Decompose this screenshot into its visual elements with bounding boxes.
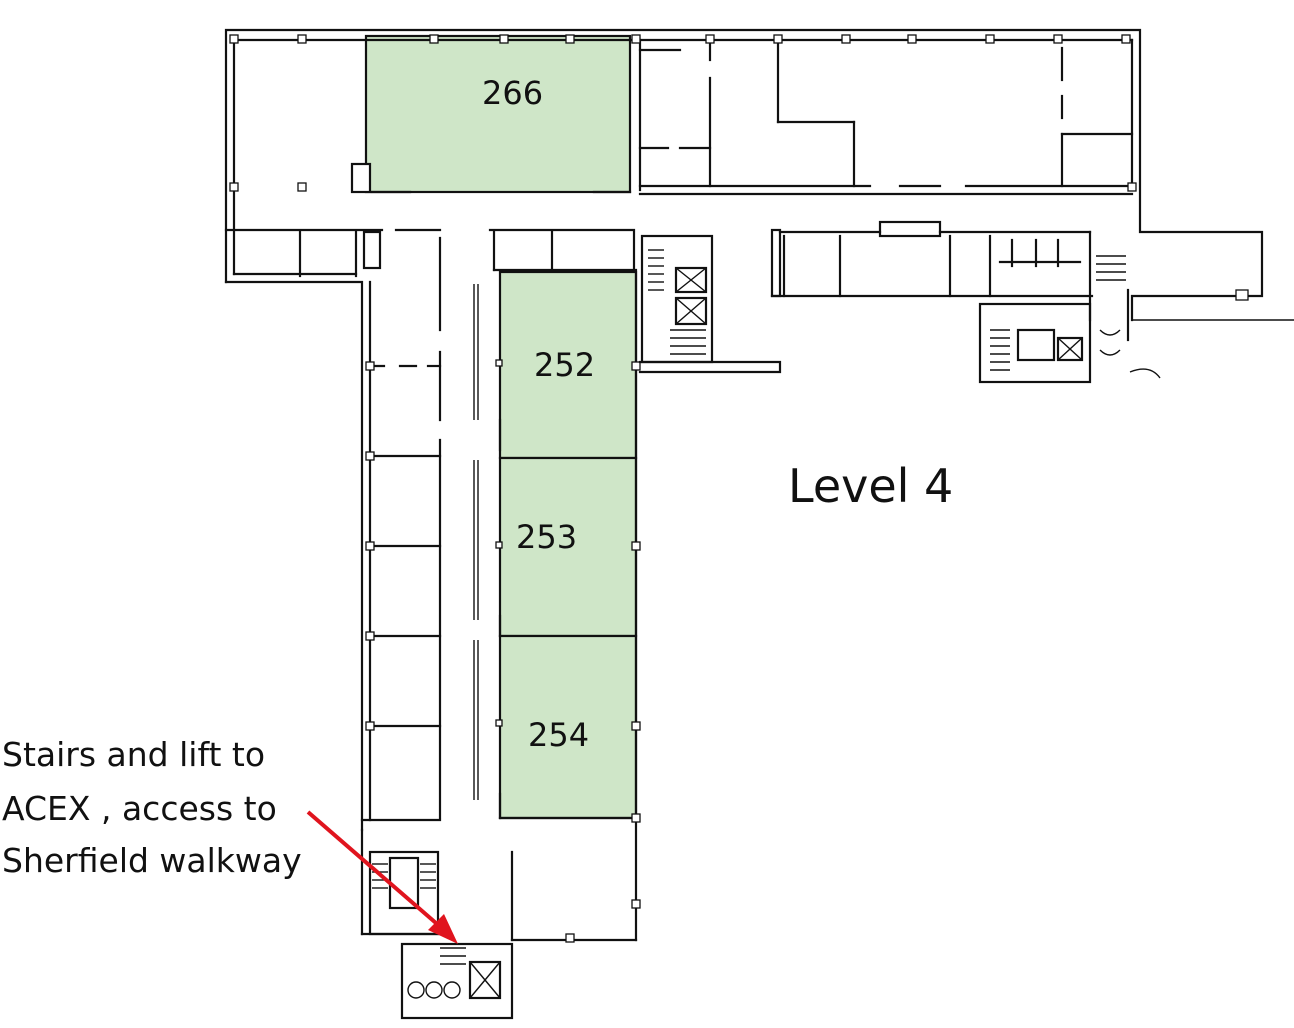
- stair-core-south: [368, 850, 514, 1020]
- stairs-icon: [1096, 255, 1126, 281]
- room-254-area[interactable]: [498, 634, 638, 820]
- building-walls: [224, 28, 1264, 832]
- lift-icon: [1056, 336, 1084, 362]
- room-253-area[interactable]: [498, 456, 638, 638]
- stair-core-north: [638, 234, 782, 374]
- lift-icon: [468, 960, 502, 1000]
- annotation-line: Sherfield walkway: [2, 841, 302, 880]
- stairs-icon: [990, 329, 1010, 371]
- annotation-line: Stairs and lift to: [2, 735, 265, 774]
- room-254-label: 254: [528, 716, 589, 754]
- room-252-area[interactable]: [498, 270, 638, 460]
- level-label: Level 4: [788, 459, 953, 513]
- highlighted-rooms: [364, 34, 638, 820]
- annotation-line: ACEX , access to: [2, 789, 277, 828]
- room-266-label: 266: [482, 74, 543, 112]
- east-wing-walls: [770, 220, 1294, 384]
- arrow-icon: [306, 810, 458, 944]
- stairs-icon: [648, 249, 706, 355]
- lift-icon: [674, 266, 708, 326]
- room-266-area[interactable]: [364, 34, 632, 194]
- annotation-text: Stairs and lift to ACEX , access to Sher…: [2, 735, 302, 880]
- stairs-icon: [440, 947, 466, 965]
- room-252-label: 252: [534, 346, 595, 384]
- south-wing-walls: [360, 230, 641, 943]
- room-253-label: 253: [516, 518, 577, 556]
